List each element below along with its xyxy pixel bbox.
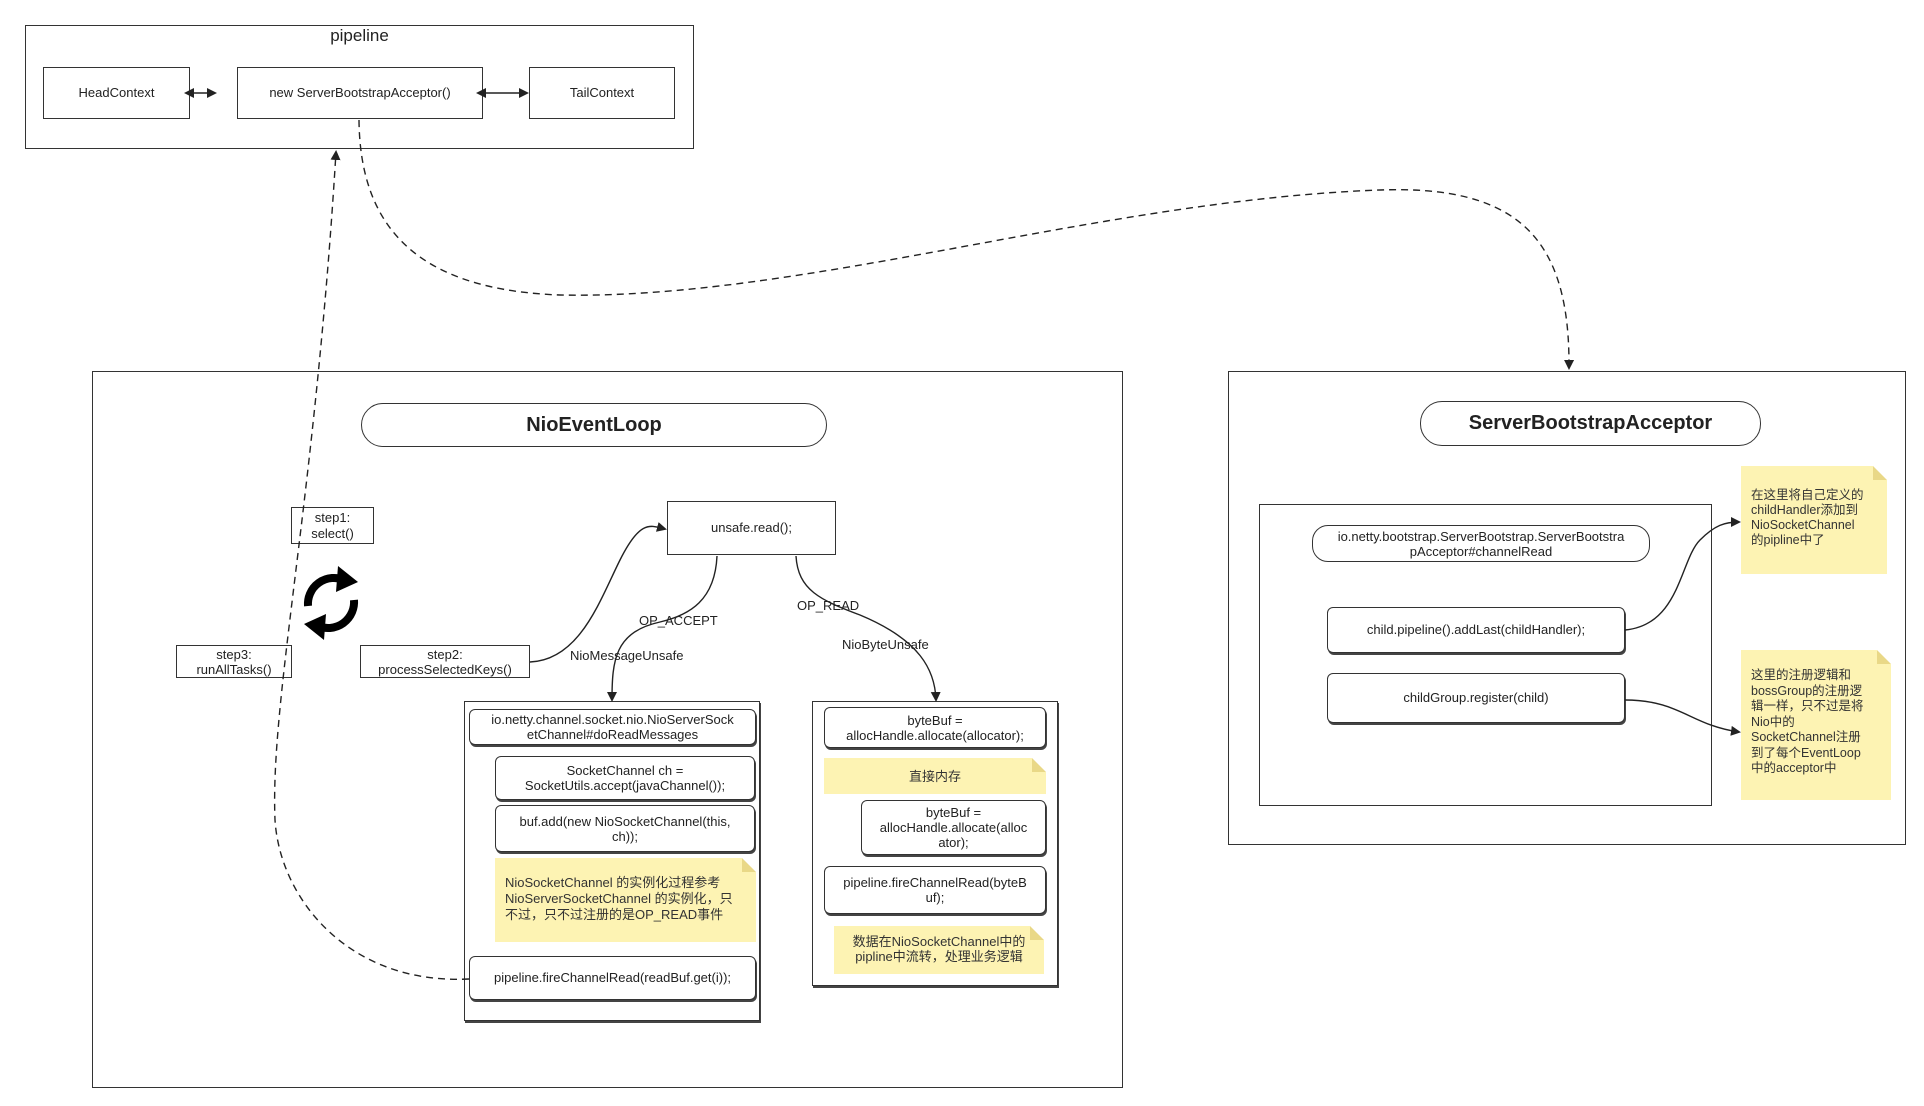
channel-read-container	[1259, 504, 1712, 806]
event-loop-title: NioEventLoop	[361, 403, 827, 447]
channel-read-method-node: io.netty.bootstrap.ServerBootstrap.Serve…	[1312, 525, 1650, 562]
fire-channel-read-bytebuf-node: pipeline.fireChannelRead(byteB uf);	[824, 866, 1046, 914]
pipeline-title: pipeline	[330, 26, 389, 45]
step2-process-keys-node: step2: processSelectedKeys()	[360, 645, 530, 678]
buf-add-node: buf.add(new NioSocketChannel(this, ch));	[495, 805, 755, 852]
do-read-messages-node: io.netty.channel.socket.nio.NioServerSoc…	[469, 709, 756, 745]
nio-byte-unsafe-label: NioByteUnsafe	[840, 637, 931, 652]
head-context-node: HeadContext	[43, 67, 190, 119]
direct-memory-note: 直接内存	[824, 758, 1046, 794]
acceptor-title: ServerBootstrapAcceptor	[1420, 401, 1761, 446]
nio-message-unsafe-label: NioMessageUnsafe	[568, 648, 686, 663]
step3-run-tasks-node: step3: runAllTasks()	[176, 645, 292, 678]
data-flow-note: 数据在NioSocketChannel中的 pipline中流转，处理业务逻辑	[834, 926, 1044, 974]
op-read-label: OP_READ	[795, 598, 862, 613]
step1-select-node: step1: select()	[291, 507, 374, 544]
child-group-register-node: childGroup.register(child)	[1327, 673, 1625, 723]
op-accept-label: OP_ACCEPT	[637, 613, 720, 628]
allocate-bytebuf-node: byteBuf = allocHandle.allocate(allocator…	[824, 707, 1046, 748]
socket-accept-node: SocketChannel ch = SocketUtils.accept(ja…	[495, 756, 755, 800]
nio-socket-channel-note: NioSocketChannel 的实例化过程参考 NioServerSocke…	[495, 858, 756, 942]
unsafe-read-node: unsafe.read();	[667, 501, 836, 555]
refresh-cycle-icon	[303, 566, 359, 640]
tail-context-node: TailContext	[529, 67, 675, 119]
add-last-child-handler-node: child.pipeline().addLast(childHandler);	[1327, 607, 1625, 653]
register-logic-note: 这里的注册逻辑和 bossGroup的注册逻 辑一样，只不过是将 Nio中的 S…	[1741, 650, 1891, 800]
allocate-bytebuf-node-2: byteBuf = allocHandle.allocate(alloc ato…	[861, 800, 1046, 855]
acceptor-handler-node: new ServerBootstrapAcceptor()	[237, 67, 483, 119]
fire-channel-read-readbuf-node: pipeline.fireChannelRead(readBuf.get(i))…	[469, 956, 756, 1000]
event-loop-frame	[92, 371, 1123, 1088]
acceptor-detail-link	[358, 119, 1575, 370]
child-handler-note: 在这里将自己定义的 childHandler添加到 NioSocketChann…	[1741, 466, 1887, 574]
acceptor-frame	[1228, 371, 1906, 845]
